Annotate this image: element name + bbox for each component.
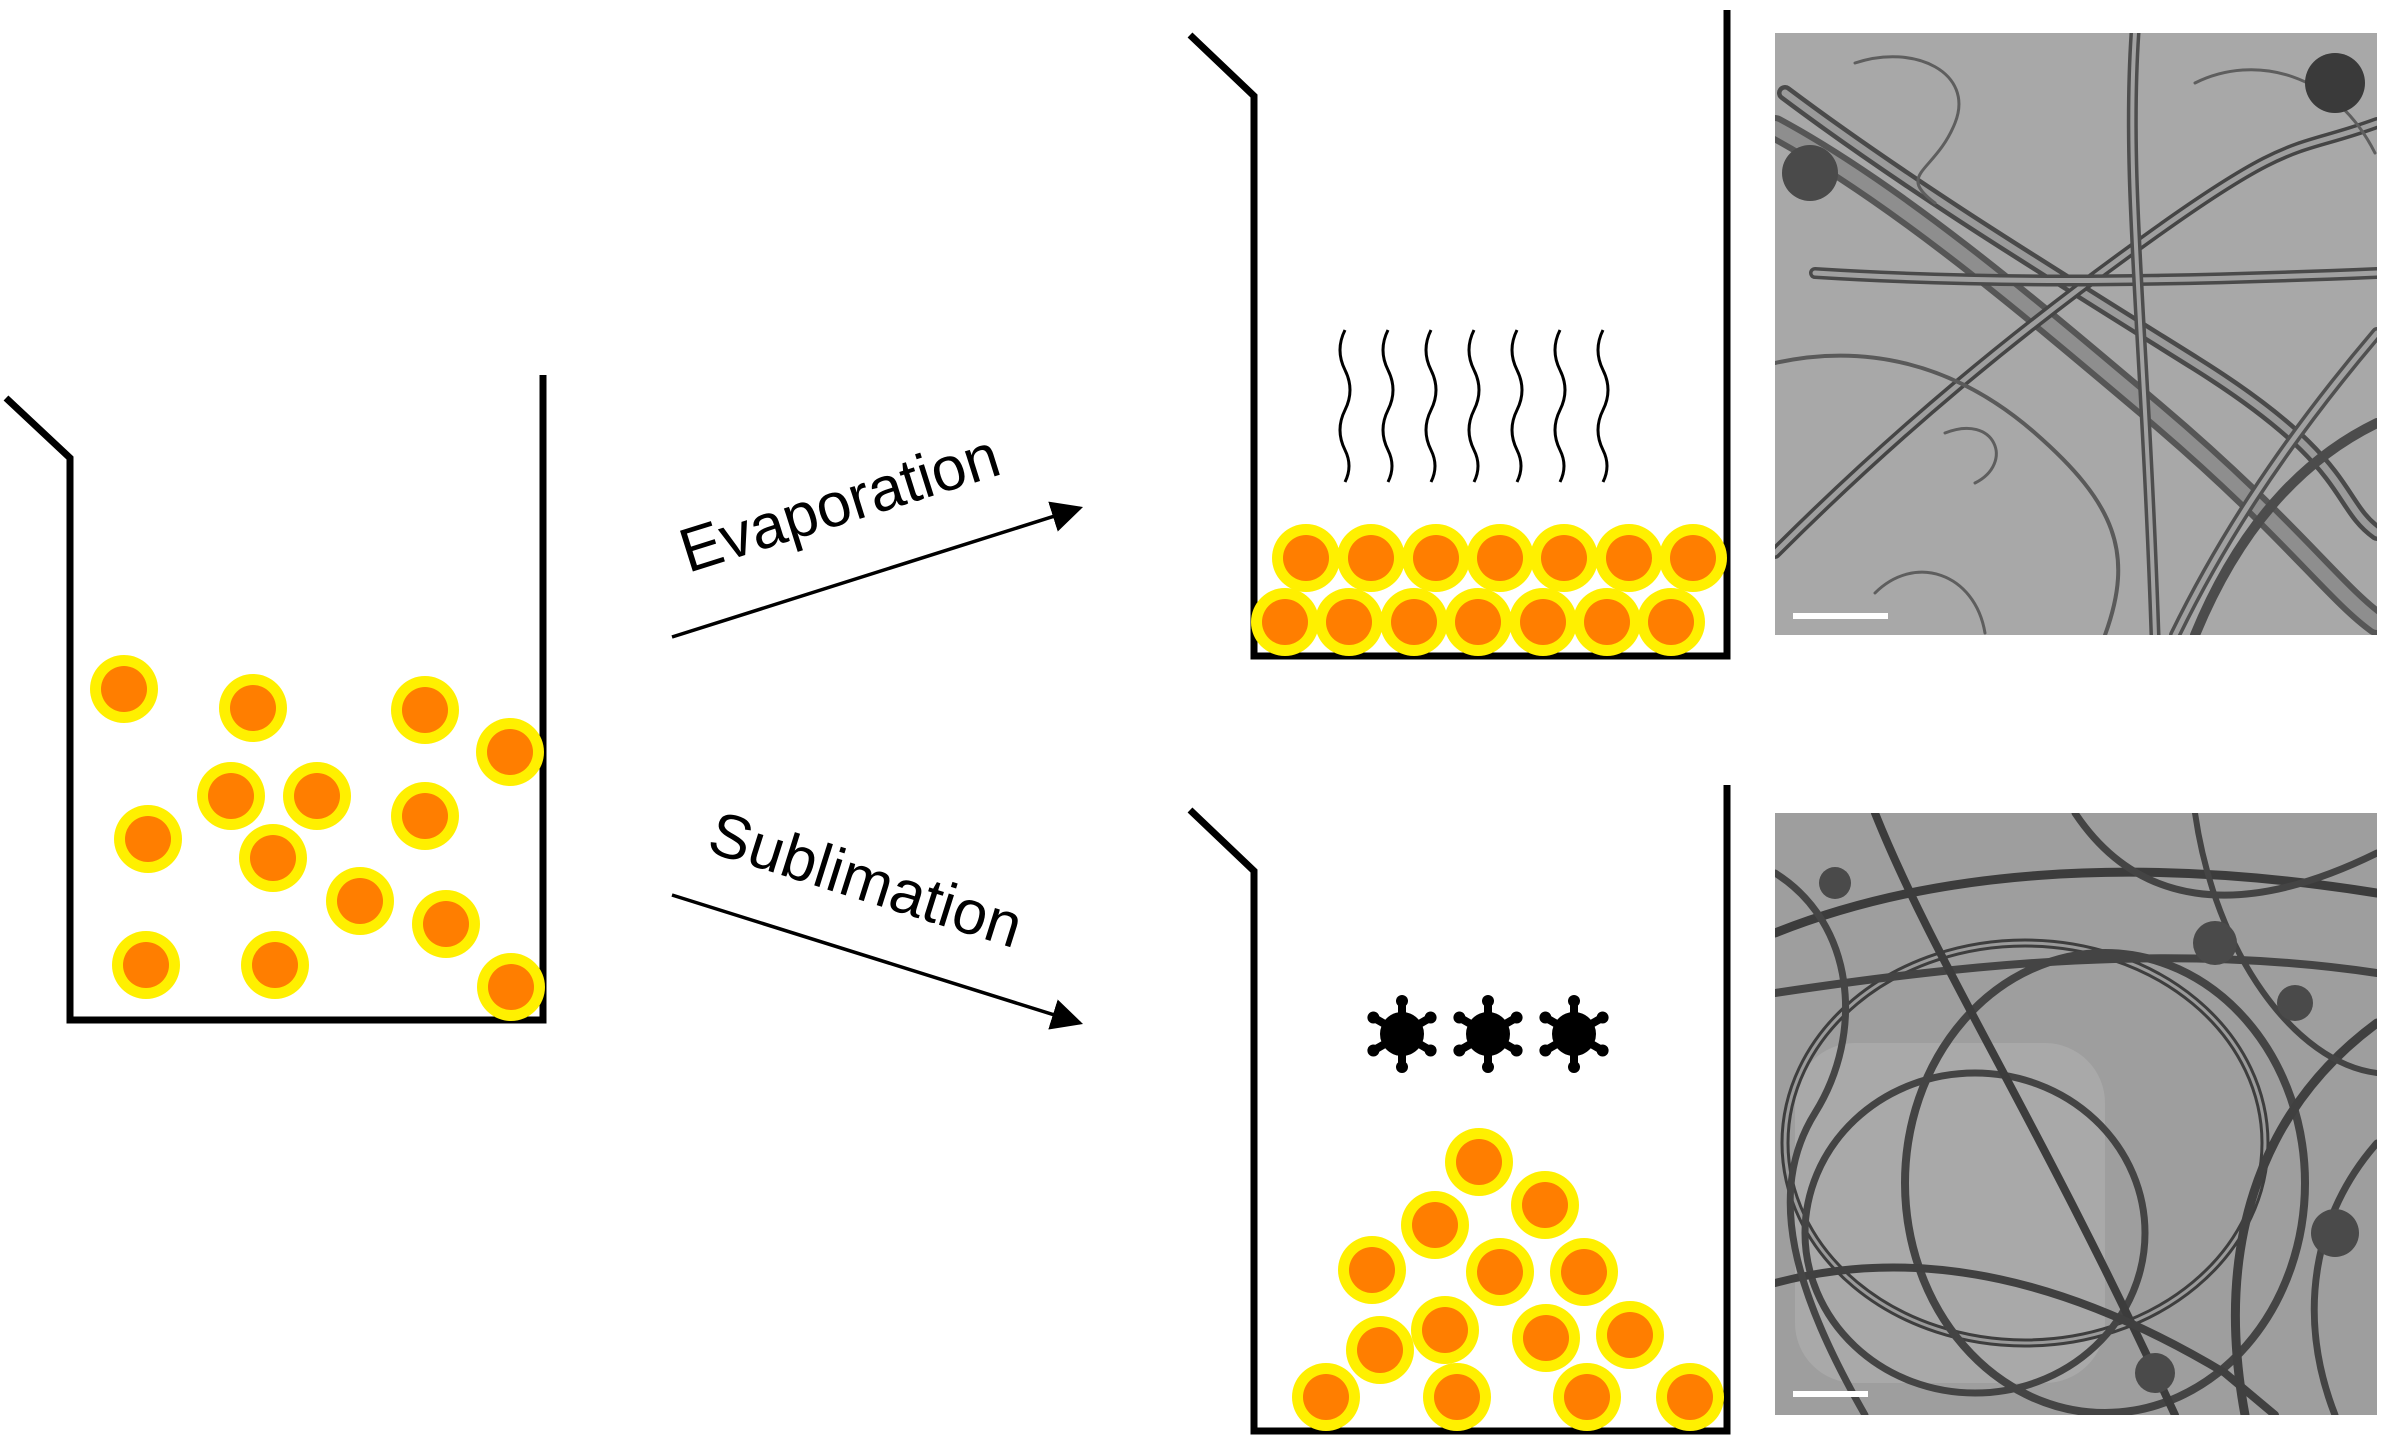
nanoparticle [1401, 1191, 1469, 1259]
nanoparticle [1466, 1238, 1534, 1306]
nanoparticle [112, 931, 180, 999]
nanoparticle [283, 762, 351, 830]
nanoparticle [239, 824, 307, 892]
vapor-wave [1424, 329, 1438, 483]
nanoparticle [1338, 1236, 1406, 1304]
sublimation-beaker [1187, 785, 1731, 1435]
nanoparticle [1444, 588, 1512, 656]
tem-image-bottom [1775, 813, 2377, 1415]
vapor-wave [1338, 329, 1352, 483]
nanoparticle [1380, 588, 1448, 656]
evaporation-beaker [1187, 10, 1731, 660]
nanoparticle [1292, 1363, 1360, 1431]
vapor-wave [1596, 329, 1610, 483]
tem-image-top [1775, 33, 2377, 635]
nanoparticle [1346, 1316, 1414, 1384]
nanoparticle [1595, 524, 1663, 592]
particle-pile [1292, 1128, 1724, 1431]
evaporation-label: Evaporation [671, 421, 1007, 586]
nanoparticle [1530, 524, 1598, 592]
nanoparticle [1272, 524, 1340, 592]
stacked-particle-layer [1251, 524, 1727, 656]
nanoparticle [1573, 588, 1641, 656]
nanoparticle [391, 782, 459, 850]
vapor-wave [1381, 329, 1395, 483]
nanoparticle [1637, 588, 1705, 656]
nanoparticle [1445, 1128, 1513, 1196]
nanoparticle [1423, 1363, 1491, 1431]
nanoparticle [1411, 1296, 1479, 1364]
nanoparticle [391, 676, 459, 744]
nanoparticle [114, 805, 182, 873]
nanoparticle [1596, 1301, 1664, 1369]
nanoparticle [1553, 1363, 1621, 1431]
dispersed-particles [90, 655, 545, 1021]
evaporation-arrow [671, 501, 1084, 639]
nanoparticle [219, 674, 287, 742]
vapor-wave [1553, 329, 1567, 483]
nanoparticle [90, 655, 158, 723]
sublimed-crystal [1539, 995, 1609, 1073]
solvent-vapor-lines [1338, 329, 1610, 483]
sublimation-label: Sublimation [701, 799, 1031, 962]
nanoparticle [1337, 524, 1405, 592]
vapor-wave [1510, 329, 1524, 483]
sublimation-arrow [671, 893, 1084, 1030]
nanoparticle [1550, 1238, 1618, 1306]
nanoparticle [1251, 588, 1319, 656]
nanoparticle [1402, 524, 1470, 592]
nanoparticle [1509, 588, 1577, 656]
nanoparticle [476, 718, 544, 786]
nanoparticle [241, 931, 309, 999]
nanoparticle [477, 953, 545, 1021]
nanoparticle [326, 867, 394, 935]
nanoparticle [1512, 1304, 1580, 1372]
sublimed-crystal [1367, 995, 1437, 1073]
nanoparticle [1315, 588, 1383, 656]
nanoparticle [1656, 1363, 1724, 1431]
nanoparticle [412, 890, 480, 958]
nanoparticle [197, 762, 265, 830]
nanoparticle [1511, 1171, 1579, 1239]
nanoparticle [1659, 524, 1727, 592]
sublimed-crystals [1367, 995, 1609, 1073]
initial-beaker [3, 375, 547, 1024]
sublimed-crystal [1453, 995, 1523, 1073]
nanoparticle [1466, 524, 1534, 592]
vapor-wave [1467, 329, 1481, 483]
